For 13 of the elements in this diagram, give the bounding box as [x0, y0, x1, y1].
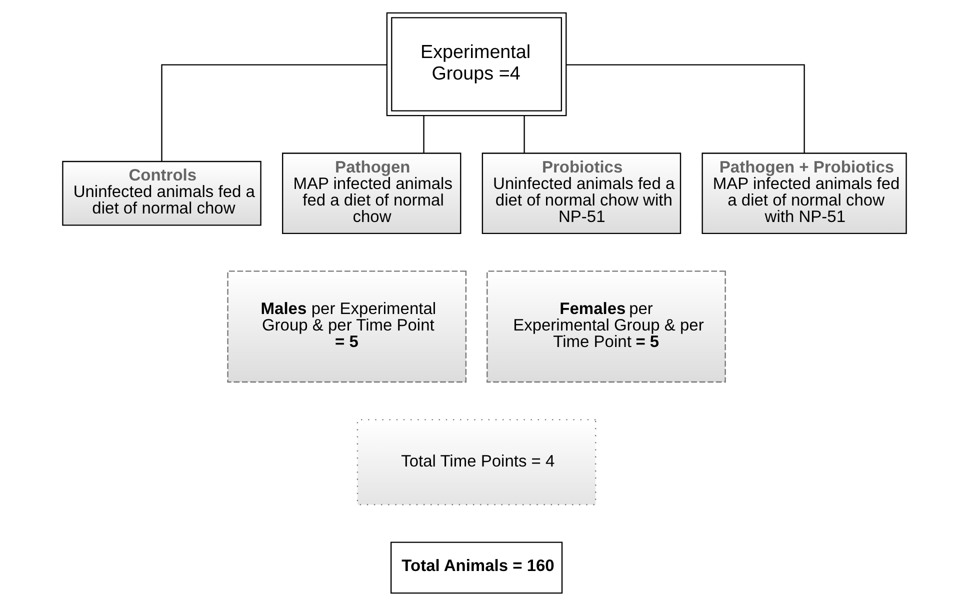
node-box: Males per Experimental Group & per Time Point = 5	[227, 270, 467, 383]
connector	[566, 64, 805, 154]
node-box: Probiotics Uninfected animals fed a diet of normal chow with NP-51	[482, 152, 682, 234]
connector	[423, 116, 424, 153]
connector	[524, 116, 525, 153]
node-box: Controls Uninfected animals fed a diet of normal chow	[62, 160, 262, 226]
node-box: Pathogen + Probiotics MAP infected animals fed a diet of normal chow with NP-51	[702, 152, 907, 234]
connector	[161, 64, 387, 162]
node-box: Total Time Points = 4	[356, 419, 596, 506]
node-box: Pathogen MAP infected animals fed a diet of normal chow	[282, 152, 462, 234]
node-box: Females per Experimental Group & per Time Point = 5	[486, 270, 726, 383]
node-box: Total Animals = 160	[390, 542, 563, 594]
node-box: Experimental Groups =4	[386, 12, 567, 116]
